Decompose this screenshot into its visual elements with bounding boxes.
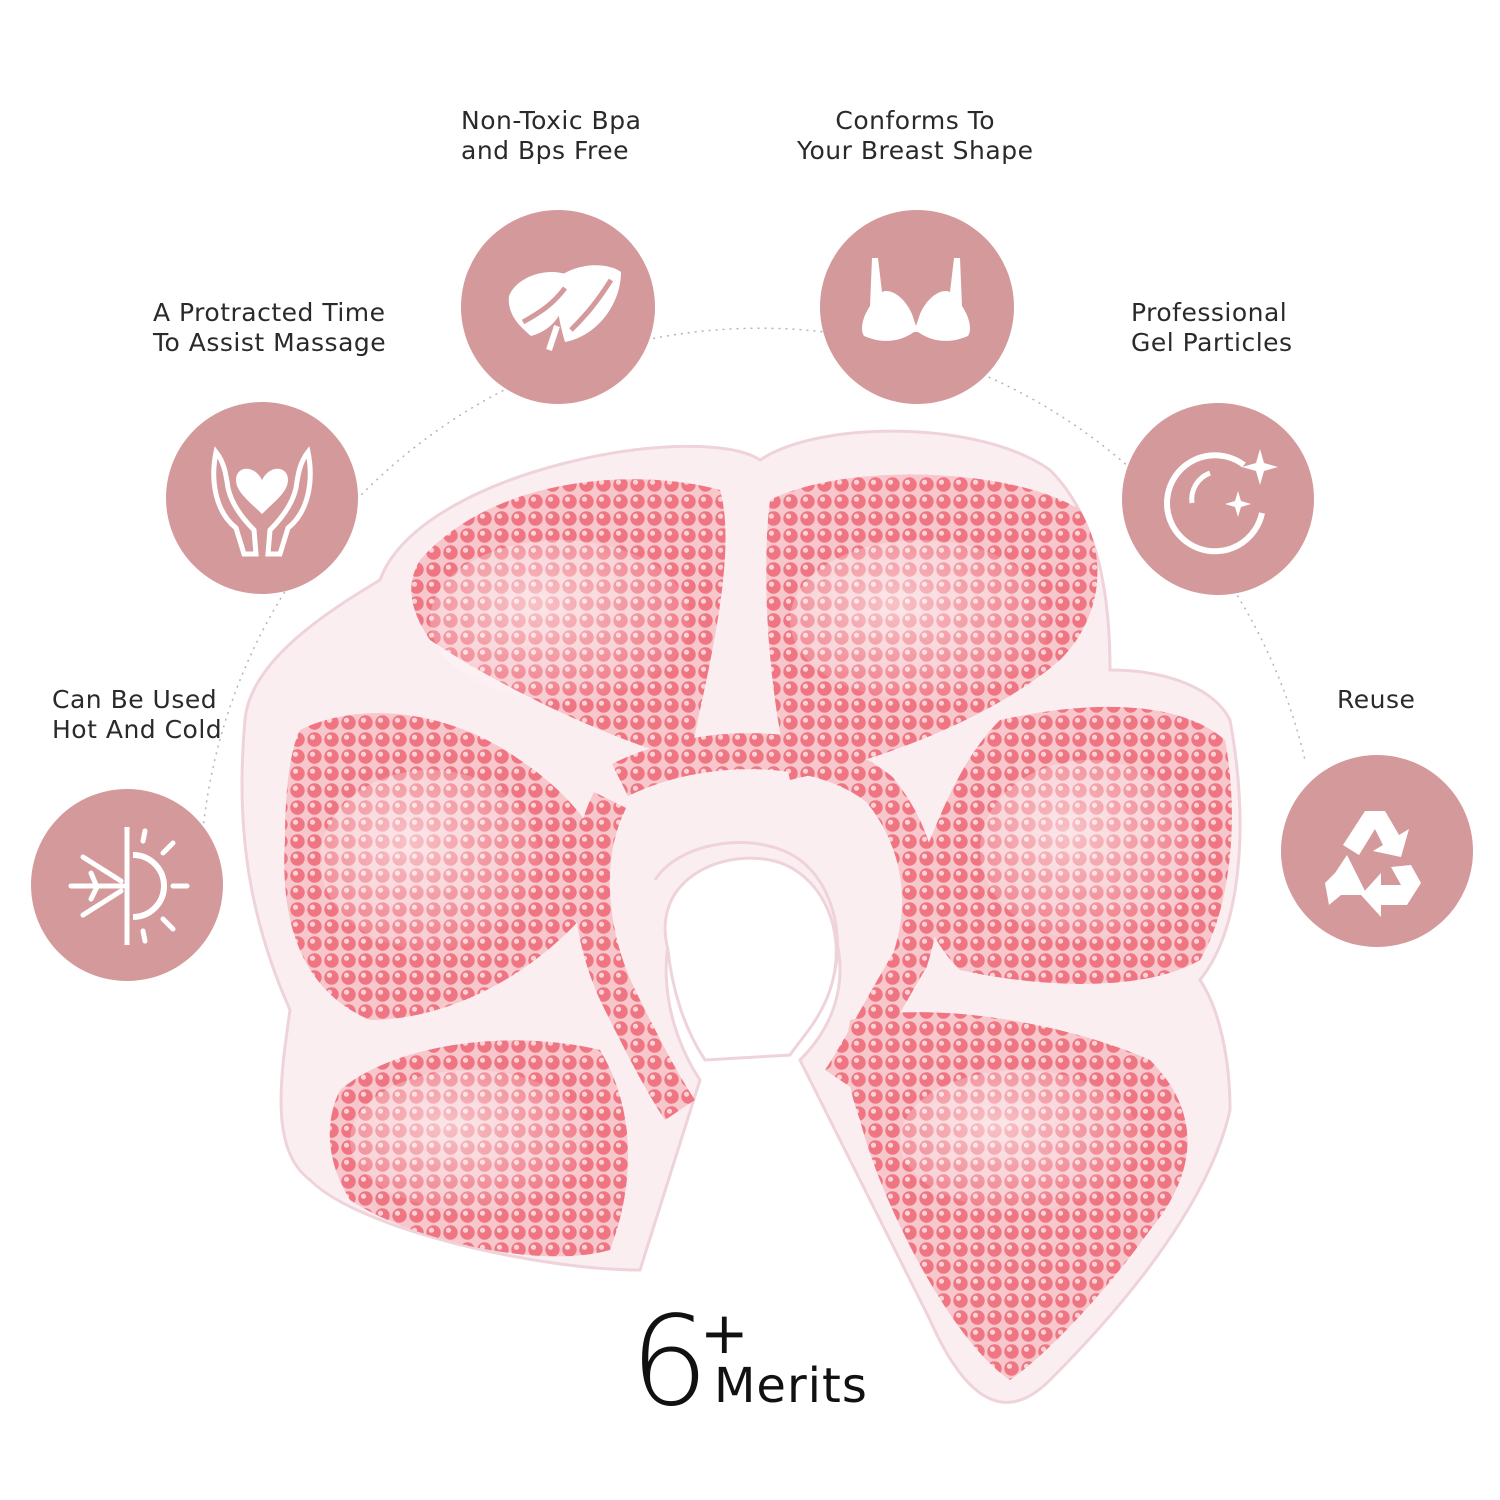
merits-plus: + [700, 1299, 749, 1367]
label-non-toxic-line-1: Non-Toxic Bpa [461, 106, 642, 135]
label-reuse-line-1: Reuse [1337, 685, 1416, 714]
label-non-toxic-line-2: and Bps Free [461, 136, 630, 165]
label-gel: Professional Gel Particles [1131, 298, 1293, 358]
label-reuse: Reuse [1337, 685, 1415, 715]
merits-badge: 6 + Merits [630, 1300, 890, 1430]
label-gel-line-2: Gel Particles [1131, 328, 1293, 357]
label-breast-shape-line-2: Your Breast Shape [797, 136, 1034, 165]
label-breast-shape: Conforms To Your Breast Shape [797, 106, 1033, 166]
label-hot-cold-line-1: Can Be Used [52, 685, 218, 714]
gel-circle [1122, 403, 1314, 595]
label-non-toxic: Non-Toxic Bpa and Bps Free [461, 106, 641, 166]
massage-circle [166, 402, 358, 594]
label-massage: A Protracted Time To Assist Massage [153, 298, 386, 358]
breast-shape-circle [820, 210, 1014, 404]
recycle-icon [1325, 811, 1421, 917]
label-hot-cold-line-2: Hot And Cold [52, 715, 223, 744]
leaves-icon [508, 265, 621, 351]
hot-cold-circle [31, 789, 223, 981]
merits-word: Merits [714, 1358, 868, 1414]
reuse-circle [1281, 755, 1473, 947]
label-breast-shape-line-1: Conforms To [835, 106, 996, 135]
label-massage-line-2: To Assist Massage [153, 328, 387, 357]
heart-hands-icon [211, 446, 313, 557]
sparkle-circle-icon [1164, 449, 1278, 555]
label-gel-line-1: Professional [1131, 298, 1288, 327]
label-hot-cold: Can Be Used Hot And Cold [52, 685, 222, 745]
non-toxic-circle [461, 210, 655, 404]
bra-icon [862, 258, 970, 341]
snowflake-sun-icon [68, 827, 190, 945]
label-massage-line-1: A Protracted Time [153, 298, 386, 327]
merits-number: 6 [630, 1290, 709, 1434]
